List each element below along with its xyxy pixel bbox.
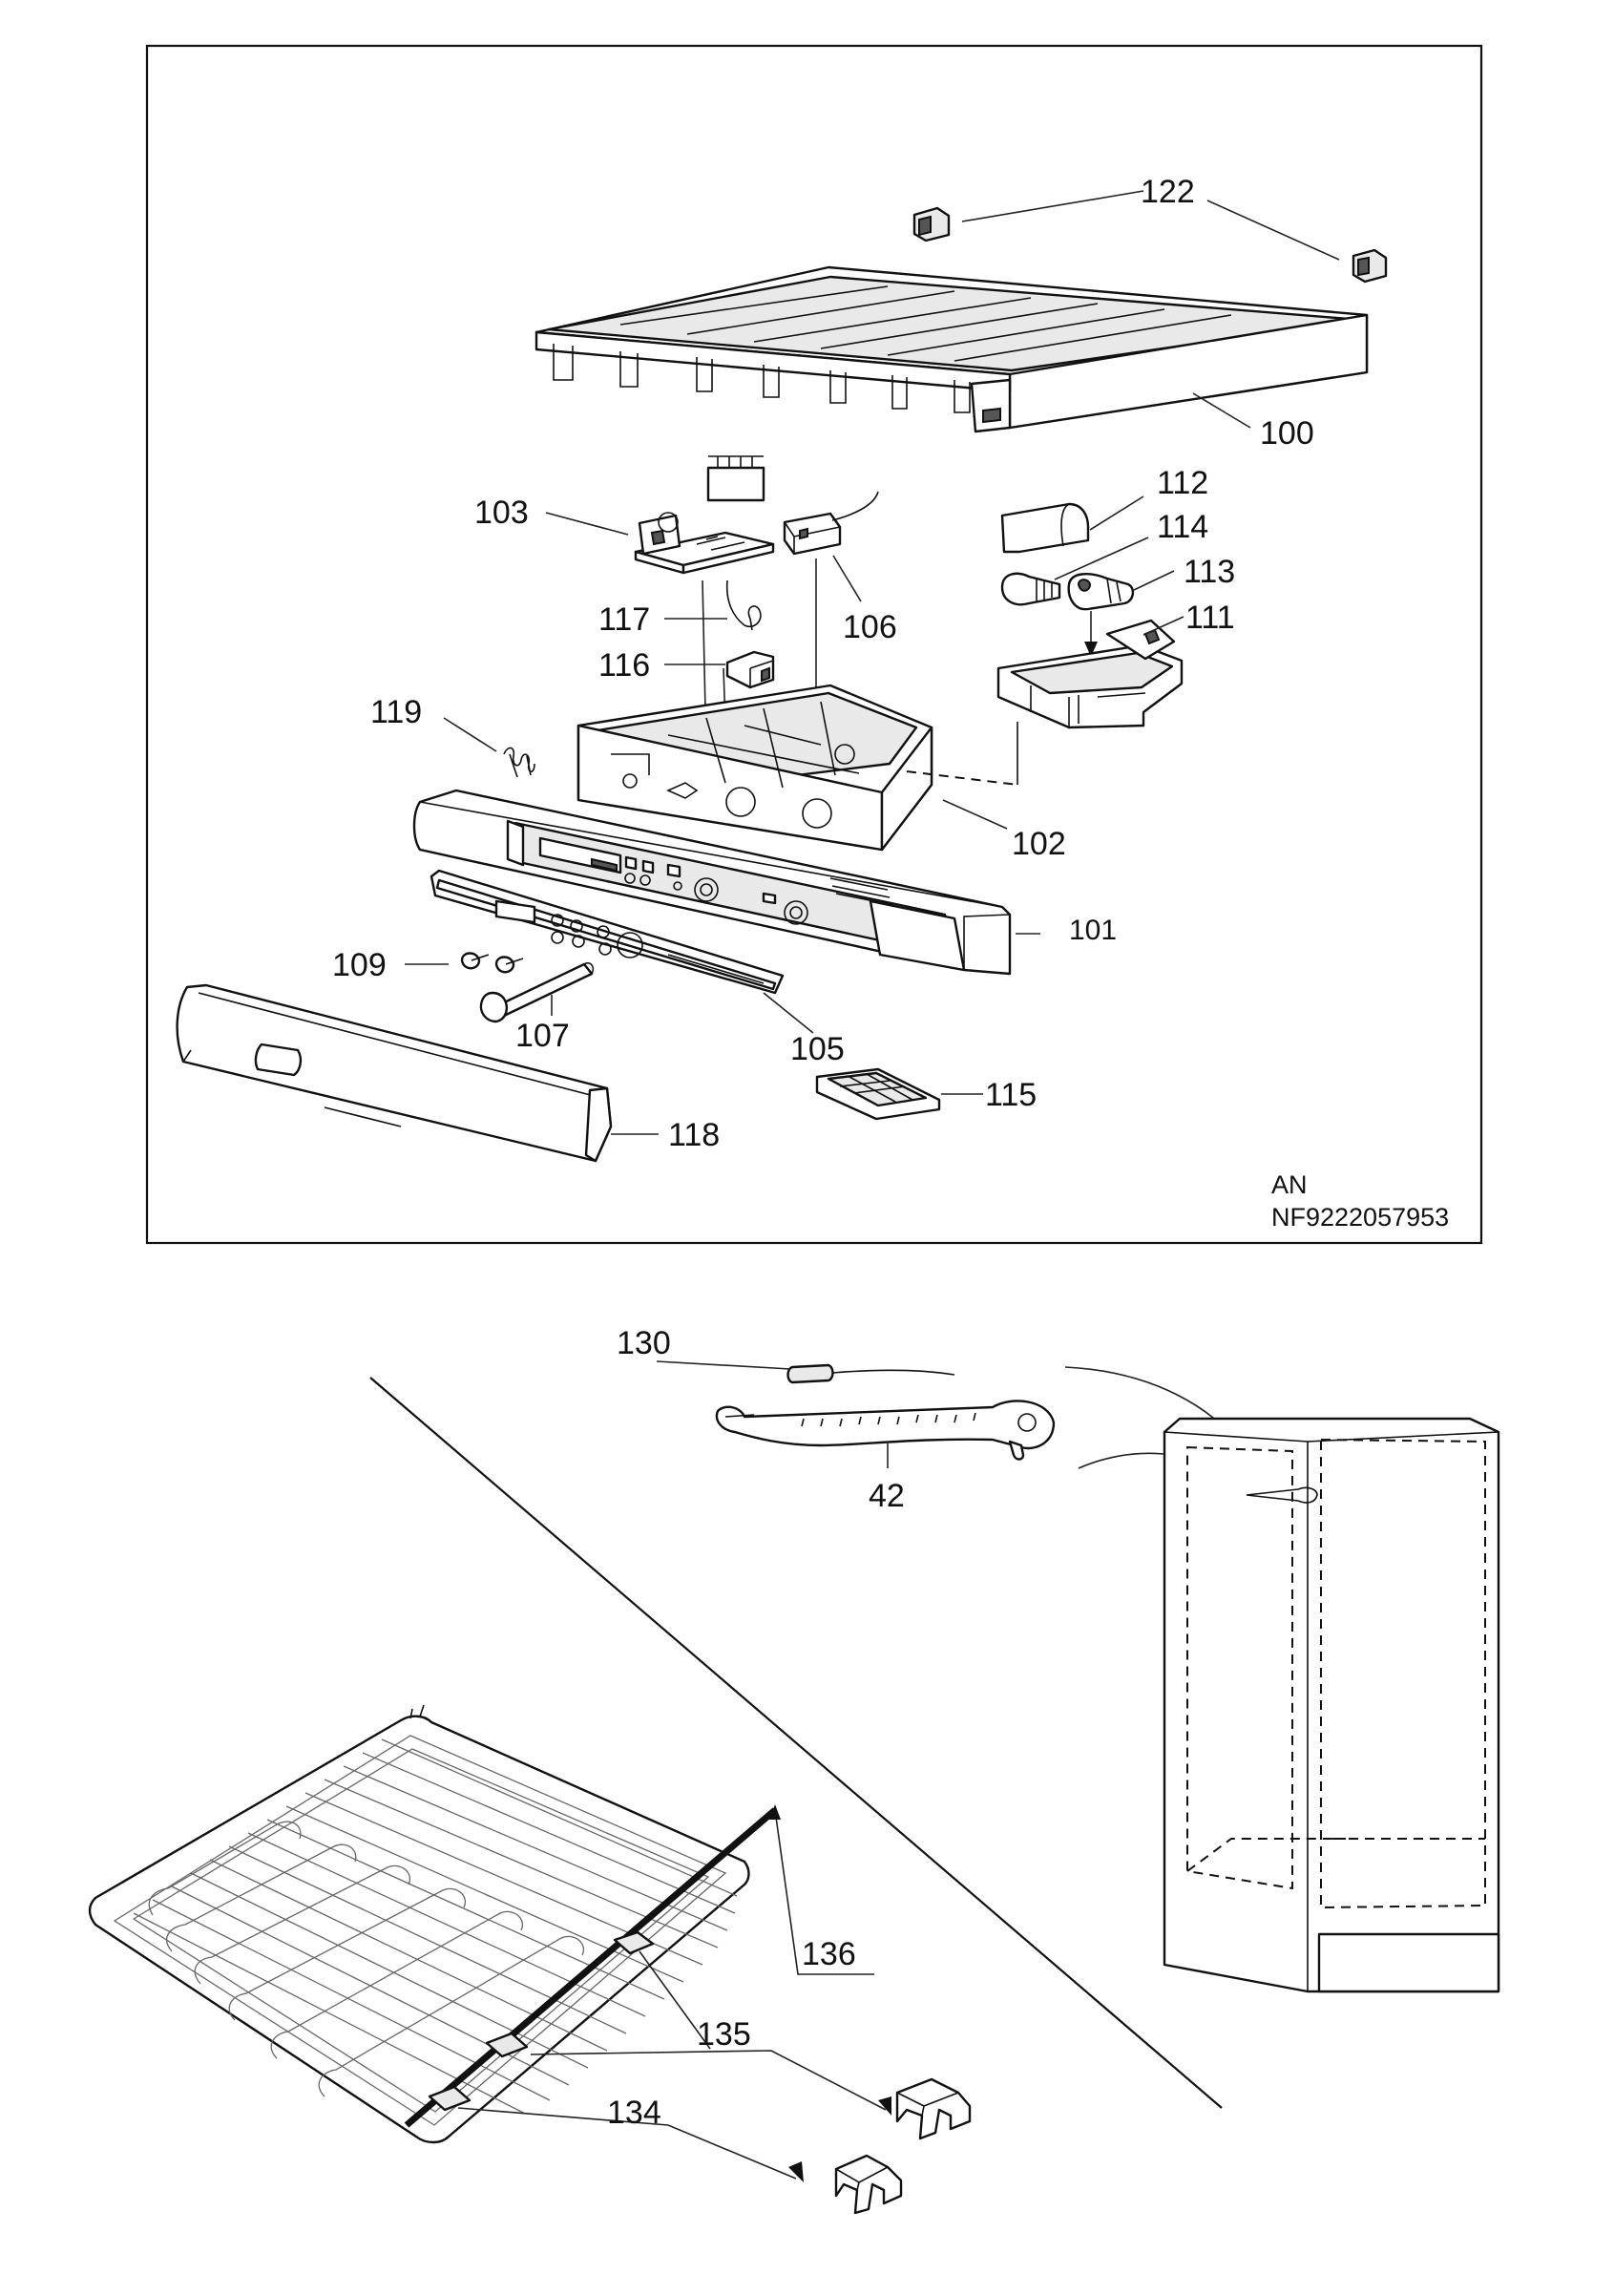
part-114-bulb	[1000, 572, 1061, 606]
leader-130	[656, 1360, 791, 1370]
label-103: 103	[474, 495, 529, 531]
leader-135b	[530, 2050, 887, 2111]
leader-114	[1054, 537, 1149, 580]
arrowhead-113-111	[1084, 642, 1098, 657]
leader-119	[443, 717, 497, 752]
arrowhead-135	[878, 2096, 891, 2116]
label-101: 101	[1069, 915, 1117, 946]
part-109-buttons	[460, 952, 524, 974]
label-114: 114	[1157, 509, 1208, 545]
label-111: 111	[1185, 600, 1235, 636]
arrowhead-136	[769, 1804, 781, 1820]
part-122-clip-left	[912, 206, 951, 242]
leader-135a	[639, 1950, 711, 2050]
part-136-heater-wire	[404, 1807, 778, 2128]
label-116: 116	[598, 647, 650, 684]
label-109: 109	[332, 947, 387, 983]
part-130-sensor	[786, 1363, 955, 1384]
part-113-lamp-socket	[1067, 573, 1135, 611]
label-105: 105	[790, 1031, 845, 1067]
label-100: 100	[1260, 415, 1314, 452]
part-101-control-panel	[412, 789, 1012, 976]
leader-136	[774, 1809, 874, 1975]
part-42-sensor-holder	[715, 1400, 1056, 1461]
label-106: 106	[843, 609, 897, 645]
leader-102	[942, 799, 1008, 830]
part-111-lamp-housing	[996, 619, 1184, 729]
leader-122a	[961, 190, 1144, 222]
part-106-module	[783, 491, 879, 556]
label-117: 117	[598, 601, 650, 638]
diagonal-divider	[369, 1377, 1223, 2109]
label-130: 130	[617, 1325, 671, 1361]
label-113: 113	[1184, 554, 1235, 590]
part-103-connector	[706, 455, 765, 502]
label-107: 107	[515, 1018, 570, 1054]
part-115-grille	[815, 1067, 941, 1121]
part-105-facia	[430, 869, 785, 995]
region-code: AN	[1271, 1170, 1308, 1199]
part-134-clamp-detail	[834, 2154, 903, 2215]
wire-102-111	[906, 770, 1018, 786]
label-134: 134	[607, 2095, 661, 2131]
part-103-control-board	[634, 512, 775, 575]
cabinet-outline	[1163, 1417, 1500, 1993]
label-122: 122	[1141, 174, 1195, 210]
leader-122b	[1206, 200, 1340, 261]
part-135-clamp-detail	[895, 2077, 972, 2140]
leader-134	[457, 2107, 797, 2180]
leader-113	[1133, 570, 1175, 591]
label-135: 135	[697, 2016, 751, 2053]
part-135-clamps-on-coil	[485, 1930, 655, 2058]
label-119: 119	[370, 694, 422, 730]
label-118: 118	[668, 1117, 720, 1153]
part-117-spring	[725, 579, 762, 631]
part-118-handle-panel	[176, 983, 613, 1163]
document-number: NF9222057953	[1271, 1203, 1449, 1232]
part-107-shaft	[479, 961, 595, 1023]
part-119-spring	[503, 747, 535, 778]
label-42: 42	[869, 1478, 905, 1514]
label-102: 102	[1012, 826, 1066, 862]
arrowhead-134	[788, 2161, 804, 2182]
label-115: 115	[985, 1077, 1037, 1113]
part-134-clamp-on-coil	[428, 2085, 472, 2112]
leader-112	[1089, 495, 1144, 531]
part-102-control-housing	[576, 684, 933, 852]
leader-111	[1142, 616, 1184, 636]
top-panel-frame	[145, 44, 1483, 1245]
leader-100	[1192, 392, 1251, 429]
leader-103	[545, 512, 629, 536]
part-100-top-cover	[535, 265, 1369, 433]
label-112: 112	[1157, 465, 1208, 501]
part-122-clip-right	[1352, 248, 1388, 284]
part-evaporator-coil	[88, 1704, 750, 2144]
label-136: 136	[802, 1936, 856, 1972]
part-116-bracket	[725, 650, 775, 689]
leader-105	[763, 992, 814, 1034]
part-112-lamp-cover	[1000, 502, 1090, 554]
leader-106	[832, 555, 862, 602]
